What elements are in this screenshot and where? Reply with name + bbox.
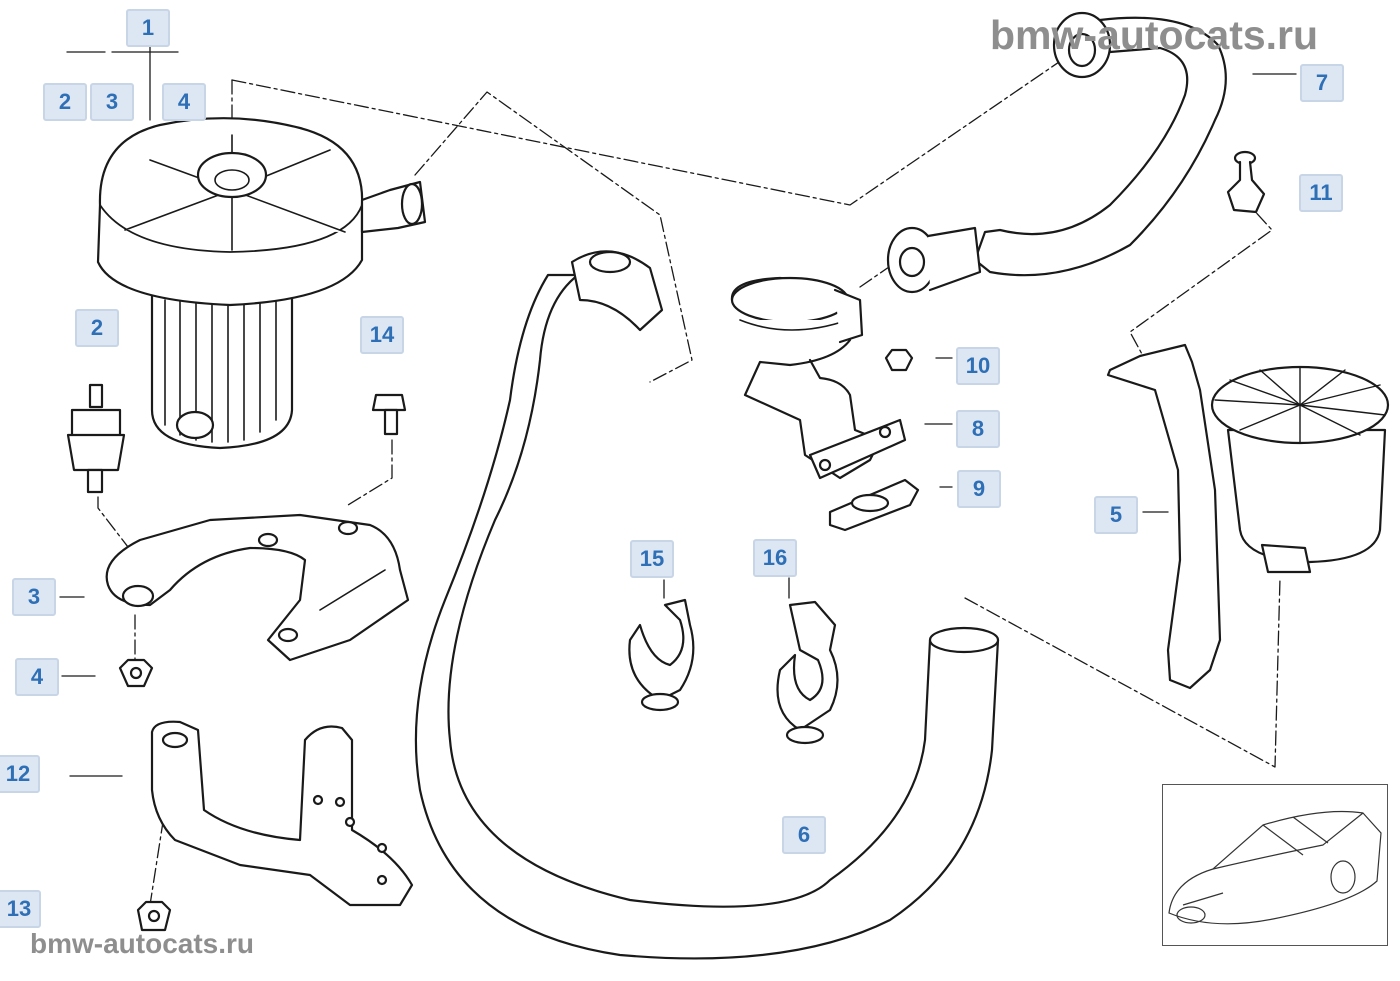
callout-15[interactable]: 15 (630, 540, 674, 578)
callout-1[interactable]: 1 (126, 9, 170, 47)
air-pump (96, 117, 427, 450)
callout-7[interactable]: 7 (1300, 64, 1344, 102)
watermark-top: bmw-autocats.ru (990, 12, 1319, 58)
air-filter (1106, 343, 1390, 690)
check-valve (730, 276, 907, 480)
vehicle-inset (1162, 784, 1388, 946)
callout-11[interactable]: 11 (1299, 174, 1343, 212)
pump-bracket (105, 513, 410, 662)
watermark-bottom: bmw-autocats.ru (30, 928, 255, 959)
flange-nut (136, 900, 172, 932)
callout-3-bracket[interactable]: 3 (12, 578, 56, 616)
hose-large (414, 250, 1000, 960)
car-icon (1168, 810, 1382, 925)
small-nut (884, 348, 914, 372)
callout-8[interactable]: 8 (956, 410, 1000, 448)
callout-10[interactable]: 10 (956, 347, 1000, 385)
rubber-mount (66, 383, 126, 494)
callout-4[interactable]: 4 (162, 83, 206, 121)
hose-upper (886, 11, 1227, 294)
hose-clip-b (776, 600, 839, 745)
leader-lines (59, 41, 1297, 777)
callout-3[interactable]: 3 (90, 83, 134, 121)
callout-14[interactable]: 14 (360, 316, 404, 354)
support-bracket (150, 720, 414, 907)
nut (118, 658, 154, 688)
callout-9[interactable]: 9 (957, 470, 1001, 508)
callout-4-nut[interactable]: 4 (15, 658, 59, 696)
bolt (371, 393, 407, 436)
hose-clip-a (628, 598, 695, 712)
callout-2[interactable]: 2 (43, 83, 87, 121)
callout-12[interactable]: 12 (0, 755, 40, 793)
gasket (828, 478, 920, 532)
callout-16[interactable]: 16 (753, 539, 797, 577)
plastic-clip (1226, 150, 1266, 214)
callout-2-mount[interactable]: 2 (75, 309, 119, 347)
callout-5[interactable]: 5 (1094, 496, 1138, 534)
callout-13[interactable]: 13 (0, 890, 41, 928)
callout-6[interactable]: 6 (782, 816, 826, 854)
